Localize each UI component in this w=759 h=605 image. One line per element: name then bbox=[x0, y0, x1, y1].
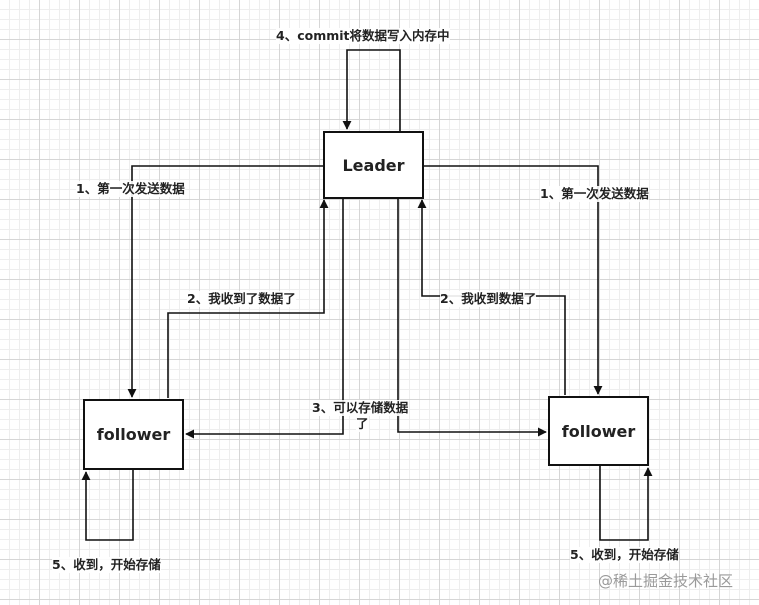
leader-node: Leader bbox=[323, 131, 424, 199]
label-ack-right: 2、我收到数据了 bbox=[440, 291, 537, 307]
edge-store-right-loop bbox=[599, 466, 653, 541]
follower-left-node: follower bbox=[83, 399, 184, 470]
follower-right-node: follower bbox=[548, 396, 649, 466]
label-commit-self: 4、commit将数据写入内存中 bbox=[276, 28, 450, 44]
label-can-store-line2: 了 bbox=[356, 416, 369, 432]
label-can-store-line1: 3、可以存储数据 bbox=[312, 400, 409, 416]
label-ack-left: 2、我收到了数据了 bbox=[187, 291, 296, 307]
label-send-right: 1、第一次发送数据 bbox=[540, 186, 649, 202]
edge-store-left-loop bbox=[81, 470, 134, 541]
edge-ack-left bbox=[167, 199, 329, 398]
label-send-left: 1、第一次发送数据 bbox=[76, 181, 185, 197]
watermark: @稀土掘金技术社区 bbox=[598, 572, 734, 590]
edge-can-store-left bbox=[185, 199, 344, 439]
edge-can-store-right bbox=[397, 199, 547, 437]
edge-send-right bbox=[424, 165, 603, 395]
label-store-right: 5、收到，开始存储 bbox=[570, 547, 679, 563]
follower-left-node-label: follower bbox=[96, 425, 171, 444]
label-store-left: 5、收到，开始存储 bbox=[52, 557, 161, 573]
edge-commit-self-loop bbox=[342, 49, 401, 131]
leader-node-label: Leader bbox=[342, 155, 405, 175]
follower-right-node-label: follower bbox=[561, 421, 636, 441]
edge-send-left bbox=[127, 165, 323, 398]
